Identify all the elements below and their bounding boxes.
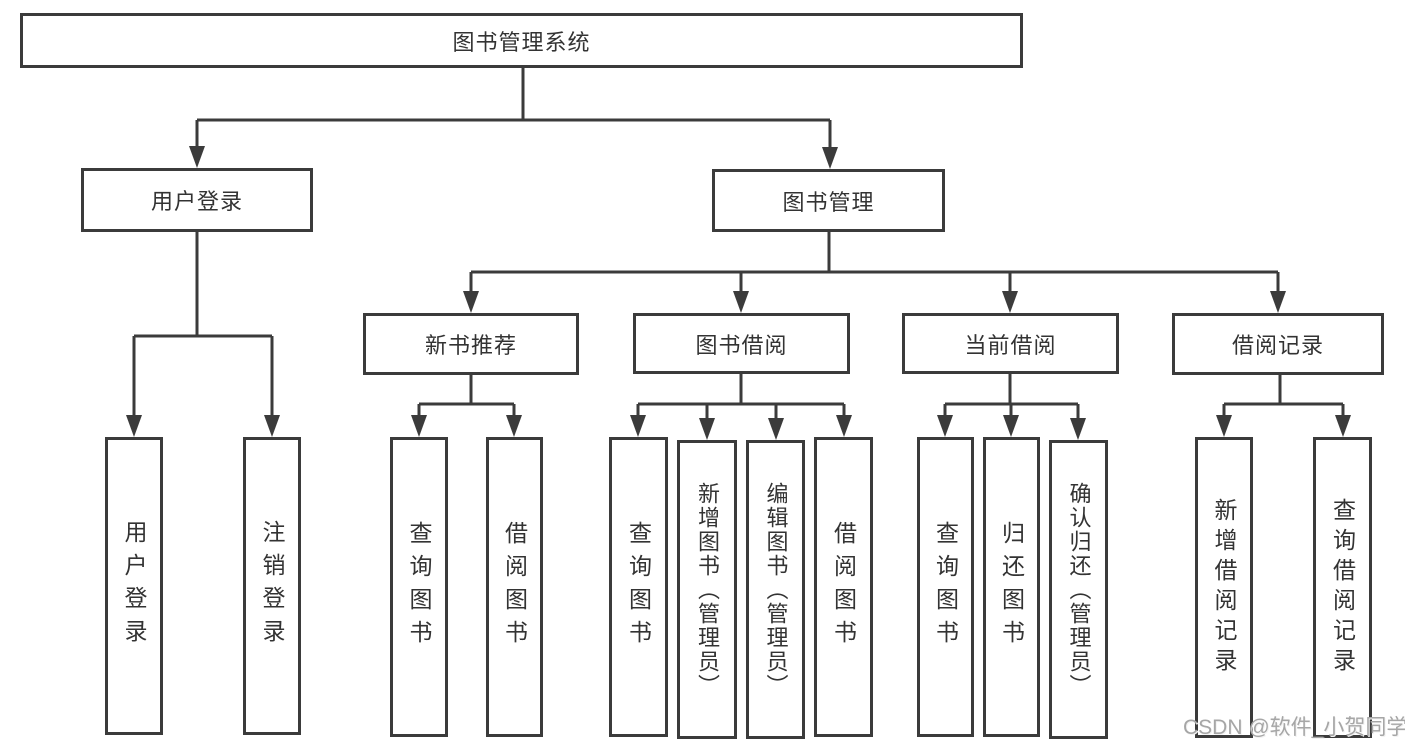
- node-label: 图书管理系统: [452, 29, 591, 55]
- node-leaf-logout: 注销登录: [243, 437, 301, 735]
- node-book-borrowing: 图书借阅: [633, 313, 850, 374]
- node-label: 编辑图书（管理员）: [763, 481, 789, 698]
- node-book-management: 图书管理: [712, 169, 945, 232]
- node-user-login-group: 用户登录: [81, 168, 313, 232]
- node-leaf-query-book: 查询图书: [609, 437, 668, 737]
- node-label: 用户登录: [121, 520, 147, 652]
- node-leaf-confirm-return-admin: 确认归还（管理员）: [1049, 440, 1108, 739]
- node-label: 归还图书: [998, 521, 1025, 653]
- node-label: 当前借阅: [964, 332, 1057, 358]
- node-leaf-query-borrow-record: 查询借阅记录: [1313, 437, 1372, 738]
- node-label: 注销登录: [259, 520, 285, 652]
- node-label: 图书借阅: [695, 332, 788, 358]
- node-leaf-user-login: 用户登录: [105, 437, 163, 735]
- node-label: 查询图书: [932, 521, 959, 653]
- node-label: 借阅记录: [1231, 333, 1324, 358]
- node-new-book-recommend: 新书推荐: [363, 313, 579, 375]
- node-label: 查询借阅记录: [1329, 497, 1356, 678]
- node-leaf-edit-book-admin: 编辑图书（管理员）: [746, 440, 805, 739]
- node-current-borrowing: 当前借阅: [902, 313, 1119, 374]
- node-leaf-add-borrow-record: 新增借阅记录: [1195, 437, 1253, 738]
- node-leaf-return-book: 归还图书: [983, 437, 1040, 737]
- csdn-watermark: CSDN @软件_小贺同学: [1183, 716, 1405, 739]
- node-leaf-query-book: 查询图书: [390, 437, 448, 737]
- node-library-management-system: 图书管理系统: [20, 13, 1023, 68]
- node-leaf-borrow-book: 借阅图书: [486, 437, 543, 737]
- node-label: 查询图书: [406, 521, 432, 653]
- node-label: 用户登录: [150, 189, 243, 214]
- node-label: 图书管理: [782, 189, 875, 215]
- node-leaf-add-book-admin: 新增图书（管理员）: [677, 440, 737, 739]
- node-label: 借阅图书: [501, 521, 528, 653]
- node-label: 查询图书: [625, 521, 652, 653]
- node-label: 新书推荐: [424, 333, 517, 358]
- node-borrowing-records: 借阅记录: [1172, 313, 1384, 375]
- node-label: 确认归还（管理员）: [1066, 481, 1092, 698]
- node-leaf-query-book: 查询图书: [917, 437, 974, 737]
- node-label: 借阅图书: [830, 521, 857, 653]
- arrowhead-icons: [126, 146, 1351, 440]
- node-label: 新增图书（管理员）: [695, 481, 720, 698]
- node-leaf-borrow-book: 借阅图书: [814, 437, 873, 737]
- node-label: 新增借阅记录: [1211, 497, 1237, 678]
